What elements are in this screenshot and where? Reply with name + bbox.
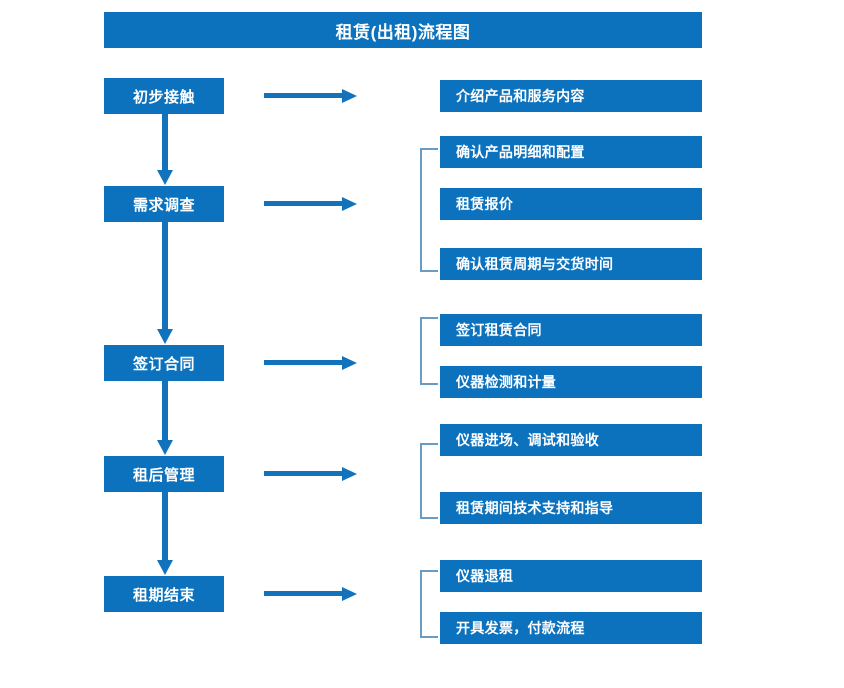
detail-box-开具发票付款流程[interactable]: 开具发票，付款流程 <box>440 612 702 644</box>
horizontal-arrow-5 <box>264 586 358 602</box>
detail-box-确认租赁周期与交货时间[interactable]: 确认租赁周期与交货时间 <box>440 248 702 280</box>
vertical-arrow-4 <box>155 492 175 576</box>
stage-box-初步接触[interactable]: 初步接触 <box>104 78 224 114</box>
vertical-arrow-3 <box>155 381 175 456</box>
horizontal-arrow-4 <box>264 466 358 482</box>
group-bracket-租后管理 <box>418 443 440 519</box>
detail-box-仪器检测和计量[interactable]: 仪器检测和计量 <box>440 366 702 398</box>
detail-box-仪器退租[interactable]: 仪器退租 <box>440 560 702 592</box>
vertical-arrow-2 <box>155 222 175 345</box>
stage-box-租后管理[interactable]: 租后管理 <box>104 456 224 492</box>
horizontal-arrow-2 <box>264 196 358 212</box>
horizontal-arrow-1 <box>264 88 358 104</box>
vertical-arrow-1 <box>155 114 175 186</box>
group-bracket-租期结束 <box>418 570 440 638</box>
group-bracket-需求调查 <box>418 148 440 272</box>
detail-box-租赁报价[interactable]: 租赁报价 <box>440 188 702 220</box>
stage-box-签订合同[interactable]: 签订合同 <box>104 345 224 381</box>
horizontal-arrow-3 <box>264 355 358 371</box>
detail-box-签订租赁合同[interactable]: 签订租赁合同 <box>440 314 702 346</box>
detail-box-租赁期间技术支持和指导[interactable]: 租赁期间技术支持和指导 <box>440 492 702 524</box>
page-title: 租赁(出租)流程图 <box>104 12 702 48</box>
detail-box-仪器进场调试和验收[interactable]: 仪器进场、调试和验收 <box>440 424 702 456</box>
detail-box-确认产品明细和配置[interactable]: 确认产品明细和配置 <box>440 136 702 168</box>
stage-box-需求调查[interactable]: 需求调查 <box>104 186 224 222</box>
stage-box-租期结束[interactable]: 租期结束 <box>104 576 224 612</box>
detail-box-介绍产品和服务内容[interactable]: 介绍产品和服务内容 <box>440 80 702 112</box>
group-bracket-签订合同 <box>418 317 440 385</box>
